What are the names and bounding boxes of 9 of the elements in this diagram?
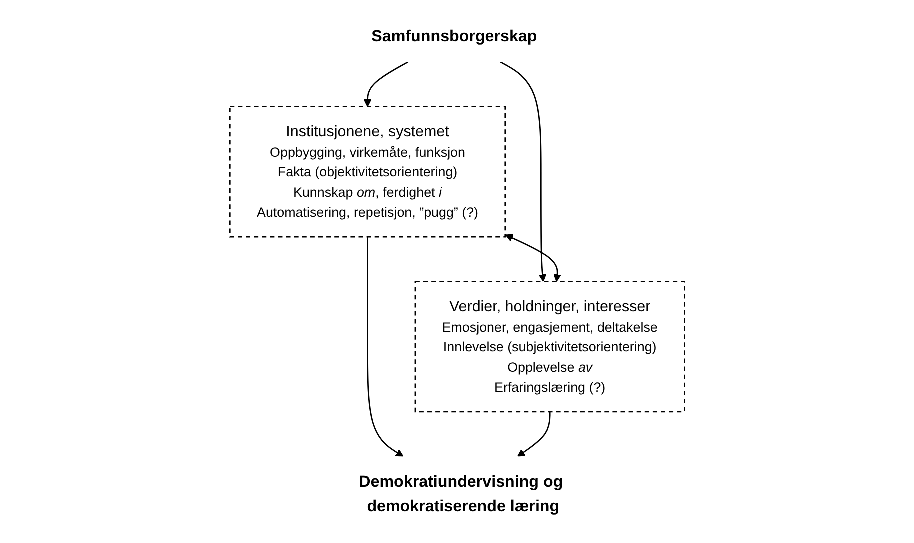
arrow [500, 62, 546, 282]
node-box: Verdier, holdninger, interesser Emosjoner, engasjement, deltakelse Innlevelse (subjektivitetsorientering) Opplevelse av Erfaringslæring (?) [414, 281, 685, 413]
arrow [504, 234, 561, 282]
arrow [366, 237, 404, 458]
arrow [363, 62, 408, 108]
node-text: Demokratiundervisning og demokratiserende læring [358, 472, 563, 515]
arrow [516, 412, 550, 458]
node-box: Institusjonene, systemet Oppbygging, virkemåte, funksjon Fakta (objektivitetsorientering) Kunnskap om, ferdighet i Automatisering, repetisjon, ”pugg” (?) [229, 106, 506, 238]
node-text: Samfunnsborgerskap [371, 27, 537, 46]
